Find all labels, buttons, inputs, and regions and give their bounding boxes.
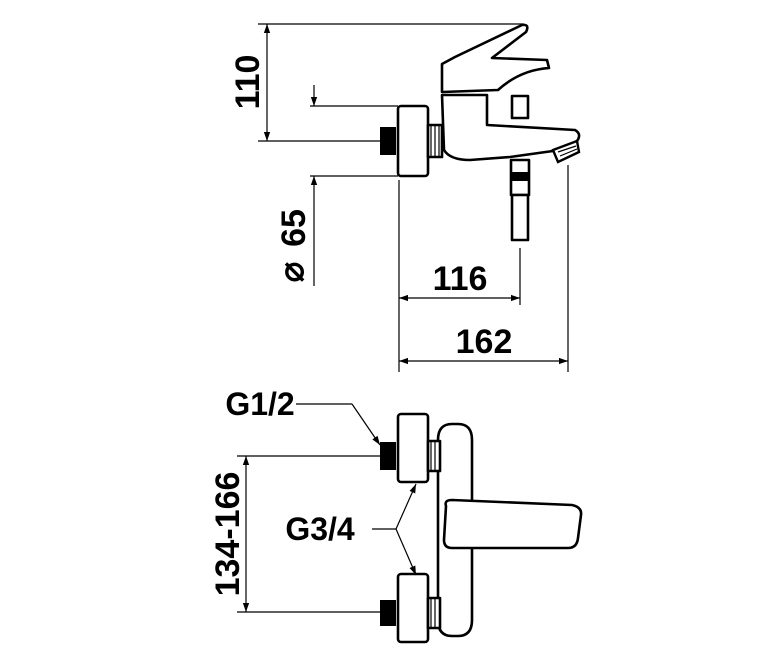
lower-thread-connector xyxy=(426,596,442,630)
upper-inlet-nut xyxy=(380,442,396,470)
upper-thread-connector xyxy=(426,439,442,473)
front-view: G1/2 G3/4 134-166 xyxy=(209,386,583,644)
dim-65-label: 65 xyxy=(275,209,313,247)
aerator xyxy=(551,139,581,164)
lever-handle xyxy=(440,23,551,94)
inlet-nut xyxy=(380,127,396,155)
lower-wall-flange xyxy=(396,572,430,644)
leader-g3-4-arrow-up xyxy=(395,483,417,530)
label-g1-2: G1/2 xyxy=(225,386,294,422)
diverter-knob xyxy=(510,94,530,120)
upper-wall-flange xyxy=(396,412,430,484)
leader-g3-4-arrow-down xyxy=(395,528,417,576)
leader-g1-2-arrow xyxy=(351,403,381,446)
wall-flange xyxy=(396,104,430,178)
shower-hose-connector xyxy=(510,193,530,242)
dim-162-label: 162 xyxy=(456,323,513,361)
dim-110-label: 110 xyxy=(229,55,267,110)
lever-handle-front xyxy=(442,498,583,550)
lower-inlet-nut xyxy=(380,600,396,626)
side-view: 110 65 ⌀ 116 162 xyxy=(229,23,581,372)
dim-134-166-label: 134-166 xyxy=(209,472,247,597)
label-g3-4: G3/4 xyxy=(285,511,355,547)
dim-116-label: 116 xyxy=(433,260,488,298)
dim-65-diameter-symbol: ⌀ xyxy=(273,261,311,282)
